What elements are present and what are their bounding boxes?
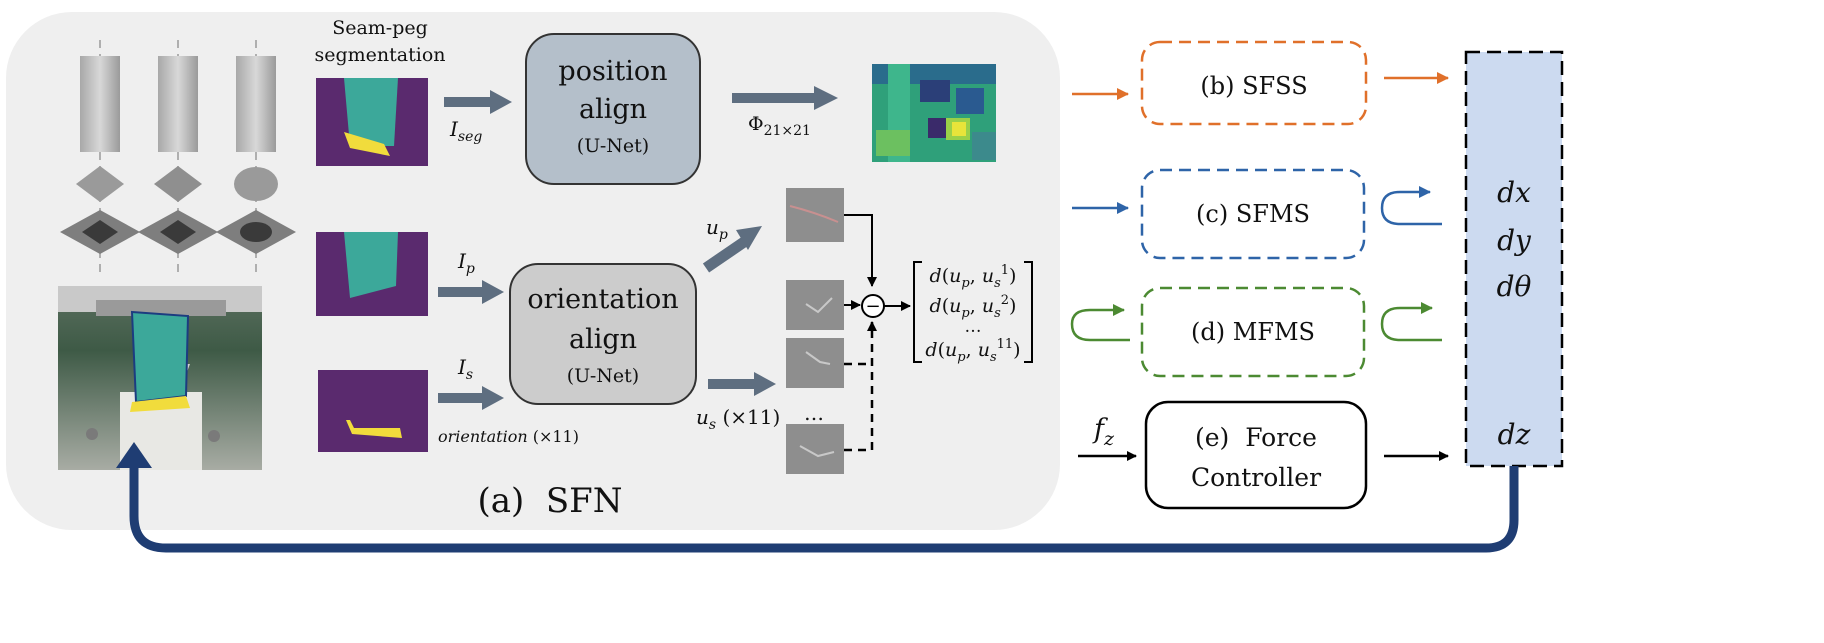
position-align-sub: (U-Net) — [577, 135, 649, 157]
feature-image-u-s-2 — [786, 338, 844, 388]
label-u-s: us (×11) — [696, 405, 780, 433]
heatmap-phi — [872, 64, 996, 162]
orientation-align-box — [509, 263, 697, 405]
orientation-align-title-2: align — [569, 324, 637, 355]
output-dtheta: dθ — [1497, 270, 1532, 303]
sfss-label: (b) SFSS — [1200, 72, 1307, 100]
peg-seam-illustrations — [60, 40, 296, 272]
output-dz: dz — [1498, 418, 1531, 451]
feature-image-u-s-11 — [786, 424, 844, 474]
mfms-box — [1140, 286, 1366, 378]
output-dx: dx — [1497, 176, 1531, 209]
position-align-title-2: align — [579, 94, 647, 125]
connector-u-s11-dashed — [844, 321, 877, 452]
position-align-title-1: position — [558, 56, 667, 87]
force-controller-box — [1144, 400, 1368, 510]
feature-image-u-p — [786, 188, 844, 242]
arrow-phi-head — [814, 86, 838, 110]
feedback-loop — [129, 466, 1519, 553]
label-i-s: Is — [457, 355, 473, 383]
arrow-u-s-head — [754, 372, 776, 396]
label-u-p: up — [706, 215, 728, 243]
mfms-loop-in — [1070, 304, 1130, 342]
connector-u-p-to-minus — [844, 214, 877, 287]
distance-entry-11: d(up, us11) — [925, 337, 1020, 365]
label-i-p: Ip — [457, 249, 475, 277]
sfms-loop — [1380, 186, 1442, 226]
orientation-align-sub: (U-Net) — [567, 365, 639, 387]
label-orientation-count: orientation (×11) — [438, 427, 579, 446]
force-controller-label-1: (e) Force — [1195, 423, 1317, 452]
label-i-seg: Iseg — [449, 117, 482, 145]
arrow-i-seg-head — [490, 90, 512, 114]
position-align-box — [525, 33, 701, 185]
arrow-u-p-head — [736, 226, 762, 250]
sfms-label: (c) SFMS — [1196, 200, 1310, 228]
seg-heading-line1: Seam-peg — [332, 17, 428, 39]
output-dy: dy — [1497, 224, 1532, 257]
sfms-box — [1140, 168, 1366, 260]
distance-entry-1: d(up, us1) — [930, 263, 1017, 291]
segmentation-image-p — [316, 232, 428, 316]
distance-matrix: d(up, us1) d(up, us2) … d(up, us11) — [913, 261, 1033, 365]
segmentation-image-s — [318, 370, 428, 452]
orientation-align-title-1: orientation — [527, 284, 678, 315]
features-ellipsis: … — [804, 401, 824, 425]
segmentation-image-seg — [316, 78, 428, 166]
arrow-i-s-head — [482, 386, 504, 410]
force-input-label: fz — [1092, 414, 1115, 450]
sfss-box — [1140, 40, 1368, 126]
mfms-label: (d) MFMS — [1191, 318, 1315, 346]
robot-photo — [58, 286, 262, 470]
label-phi: Φ21×21 — [748, 113, 811, 139]
feature-image-u-s-1 — [786, 280, 844, 330]
arrow-u-p — [702, 237, 748, 273]
minus-node-symbol: − — [865, 296, 880, 317]
output-vector-box — [1464, 50, 1564, 468]
arrow-i-p-head — [482, 280, 504, 304]
distance-entry-2: d(up, us2) — [930, 293, 1017, 321]
distance-ellipsis: … — [965, 317, 982, 337]
force-controller-label-2: Controller — [1191, 463, 1321, 492]
seg-heading-line2: segmentation — [314, 44, 445, 66]
mfms-loop-out — [1380, 302, 1442, 342]
sfn-title: (a) SFN — [477, 481, 622, 521]
feedback-arrow-head — [116, 442, 152, 468]
